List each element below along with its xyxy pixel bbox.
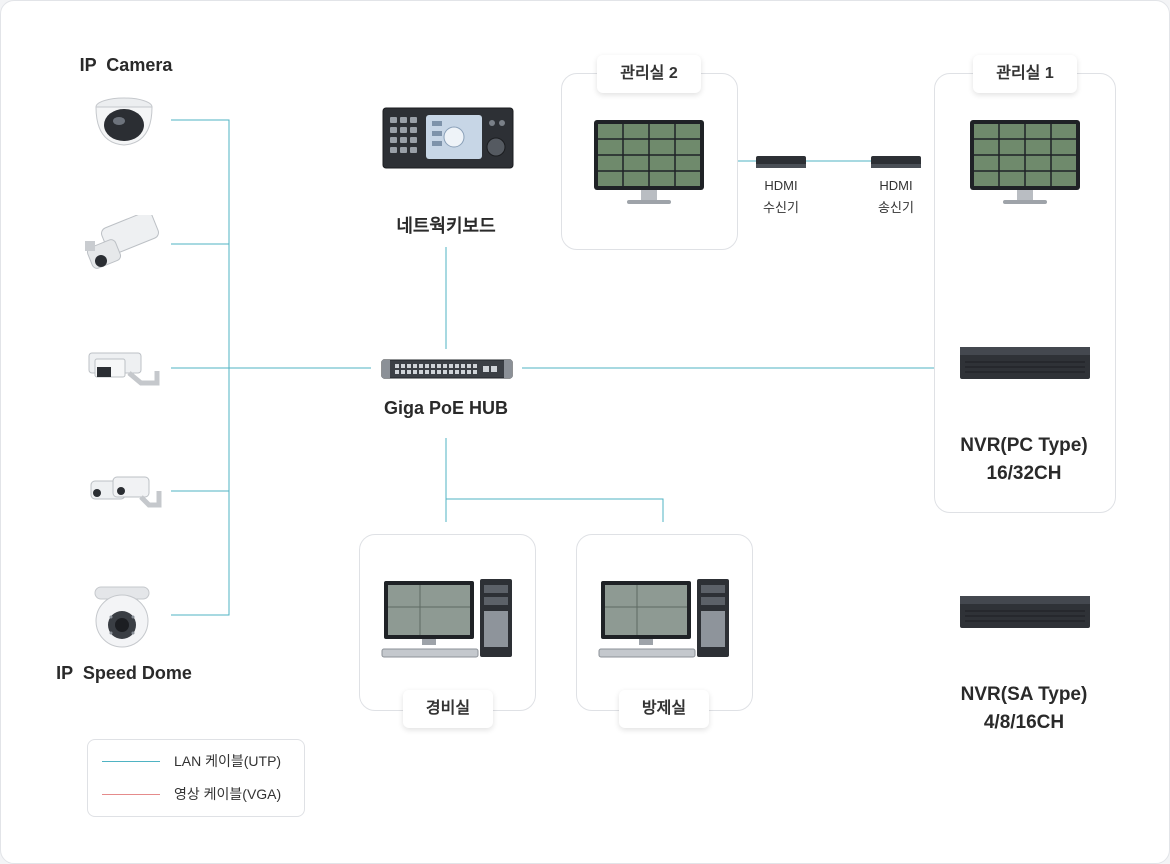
hdmi-box-icon: [756, 156, 806, 168]
poe-switch-icon: [381, 359, 513, 379]
dual-camera-icon: [90, 476, 162, 508]
nvr-pc-label-line1: NVR(PC Type): [960, 435, 1088, 456]
desktop-pc-icon: [381, 579, 512, 658]
nvr-icon: [960, 596, 1090, 628]
legend: LAN 케이블(UTP) 영상 케이블(VGA): [87, 739, 305, 817]
legend-lan-label: LAN 케이블(UTP): [174, 753, 282, 769]
legend-video-label: 영상 케이블(VGA): [174, 786, 282, 802]
monitor-icon: [970, 120, 1080, 204]
monitor-icon: [594, 120, 704, 204]
keyboard-controller-icon: [382, 107, 514, 169]
hdmi-transmitter-label-line2: 송신기: [878, 200, 914, 215]
nvr-icon: [960, 347, 1090, 379]
poe-hub-label: Giga PoE HUB: [383, 398, 508, 418]
hdmi-transmitter-label-line1: HDMI: [879, 178, 913, 193]
hdmi-box-icon: [871, 156, 921, 168]
nvr-sa-label-line1: NVR(SA Type): [960, 684, 1088, 705]
legend-lan-swatch: [102, 761, 160, 762]
control-room-1-tag: 관리실 1: [973, 55, 1077, 93]
speed-dome-icon: [94, 586, 150, 648]
control-room-2-tag: 관리실 2: [597, 55, 701, 93]
network-keyboard-label: 네트웍키보드: [396, 216, 496, 236]
dome-camera-icon: [95, 97, 153, 146]
disaster-room-tag: 방제실: [619, 690, 709, 728]
nvr-sa-label-line2: 4/8/16CH: [983, 712, 1065, 733]
hdmi-receiver-label-line1: HDMI: [764, 178, 798, 193]
lan-line: [446, 498, 664, 522]
desktop-pc-icon: [598, 579, 729, 658]
nvr-pc-label-line2: 16/32CH: [986, 463, 1062, 484]
box-camera-icon: [88, 352, 160, 386]
hdmi-receiver-label-line2: 수신기: [763, 200, 799, 215]
bullet-camera-icon: [85, 215, 159, 269]
legend-video-swatch: [102, 794, 160, 795]
ip-speed-dome-label: IP Speed Dome: [56, 663, 192, 683]
ip-camera-label: IP Camera: [79, 55, 173, 75]
guard-room-tag: 경비실: [403, 690, 493, 728]
